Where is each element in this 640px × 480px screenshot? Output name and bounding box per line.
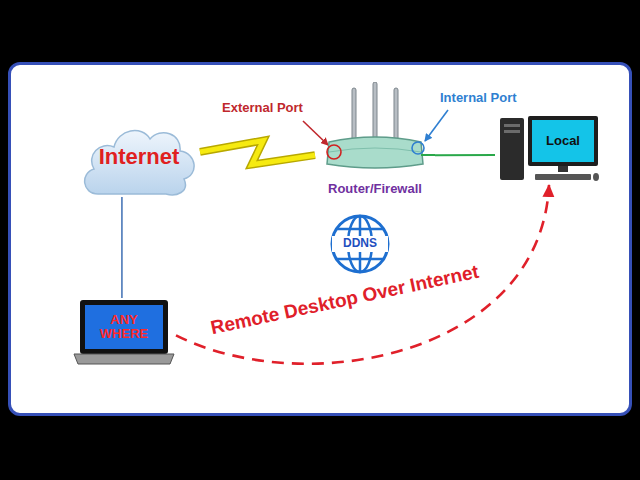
node-text: Local bbox=[546, 134, 580, 148]
connector bbox=[176, 185, 549, 364]
connector-line bbox=[121, 197, 123, 298]
internal-port-leader bbox=[425, 110, 448, 141]
node-text: DDNS bbox=[343, 237, 377, 250]
external-port-leader bbox=[303, 121, 328, 145]
globe-node: DDNS bbox=[328, 212, 392, 276]
node-text: Router/Firewall bbox=[328, 182, 422, 196]
text-area: Local bbox=[532, 120, 594, 162]
port-label: External Port bbox=[222, 100, 303, 115]
node-text: Internet bbox=[99, 145, 180, 169]
lightning-link bbox=[200, 141, 315, 165]
text-area: ANY WHERE bbox=[85, 305, 163, 349]
connector bbox=[121, 197, 122, 298]
laptop-node: ANY WHERE bbox=[72, 298, 176, 366]
node-text: ANY WHERE bbox=[96, 313, 152, 342]
router-node: Router/Firewall bbox=[315, 82, 435, 200]
cloud-node: Internet bbox=[78, 115, 200, 197]
port-label: Internal Port bbox=[440, 90, 517, 105]
connector-line bbox=[435, 154, 495, 156]
text-area: Internet bbox=[78, 127, 200, 187]
connector-line bbox=[176, 185, 549, 364]
computer-node: Local bbox=[495, 110, 603, 185]
connector bbox=[435, 155, 495, 156]
text-area: DDNS bbox=[332, 236, 388, 252]
bolt-core bbox=[200, 141, 315, 165]
bolt-edge bbox=[200, 141, 315, 165]
text-area: Router/Firewall bbox=[315, 178, 435, 200]
